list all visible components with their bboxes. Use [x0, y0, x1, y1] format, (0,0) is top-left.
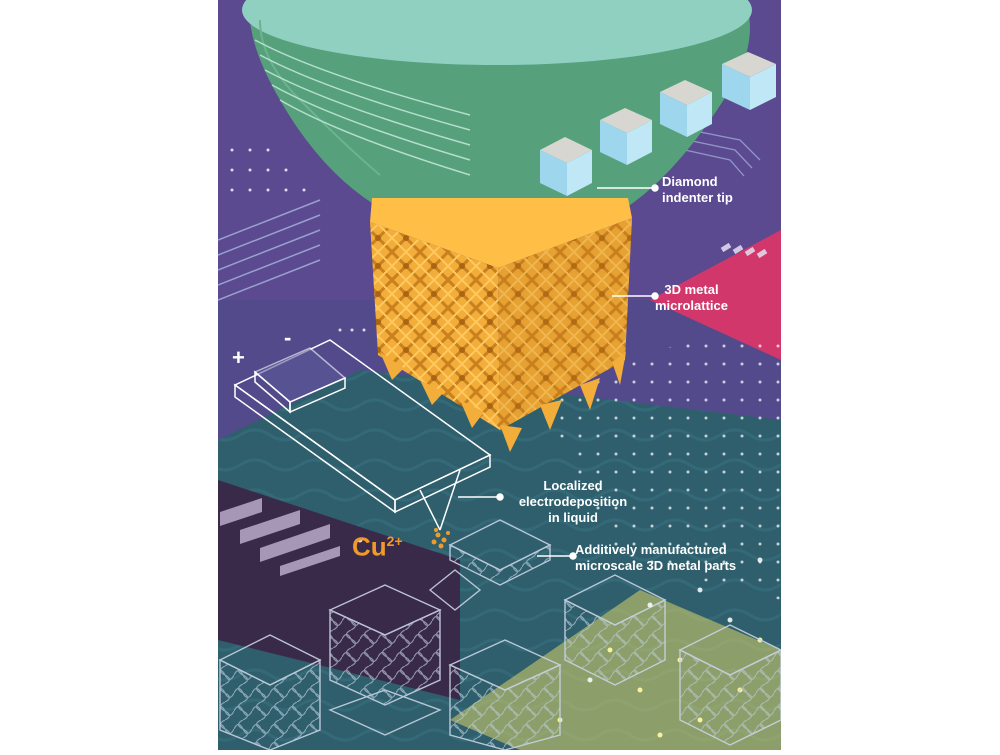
part-5: [218, 634, 322, 750]
printed-parts: [218, 519, 781, 750]
electrode-negative-label: -: [284, 325, 292, 350]
electrode-positive-label: +: [232, 345, 245, 370]
pink-accent-shape: [650, 230, 781, 360]
pink-accent-stripes: [720, 242, 768, 259]
part-4: [448, 639, 562, 750]
diamond-tip-label: Diamond indenter tip: [662, 174, 733, 206]
part-8: [428, 569, 482, 611]
circuit-lines-left: [218, 199, 321, 301]
diamond-tip-label-line-1: Diamond: [662, 174, 718, 189]
dark-pad-stripes: [220, 498, 340, 576]
parts-label-line-1: Additively manufactured: [575, 542, 727, 557]
part-6: [678, 624, 781, 746]
crystal-2: [600, 108, 652, 165]
diamond-crystals: [540, 52, 776, 196]
microlattice-label-line-1: 3D metal: [664, 282, 719, 297]
electrodeposition-label-line-2: electrodeposition: [518, 494, 628, 509]
part-3: [563, 574, 667, 686]
electrodeposition-label-line-1: Localized: [543, 478, 603, 493]
electrodeposition-label: Localized electrodeposition in liquid: [503, 478, 643, 526]
indenter-stripes: [254, 39, 471, 176]
diamond-tip-label-line-2: indenter tip: [662, 190, 733, 205]
crystal-1: [540, 137, 592, 196]
leader-lines: [458, 184, 659, 560]
copper-particles: [431, 528, 450, 549]
cantilever-probe: [233, 339, 492, 531]
part-2: [328, 584, 442, 706]
electrodeposition-label-line-3: in liquid: [548, 510, 598, 525]
parts-label-line-2: microscale 3D metal parts: [575, 558, 737, 573]
part-1: [448, 519, 552, 586]
microlattice-label-line-2: microlattice: [655, 298, 728, 313]
parts-label: Additively manufactured microscale 3D me…: [575, 542, 736, 574]
dot-field-left: [230, 148, 366, 332]
crystal-4: [722, 52, 776, 110]
crystal-3: [660, 80, 712, 137]
copper-ion-symbol: Cu: [352, 531, 387, 562]
copper-ion-label: Cu2+: [352, 527, 403, 561]
part-7: [328, 689, 442, 736]
microlattice-cube: [370, 198, 632, 452]
copper-ion-charge: 2+: [386, 533, 403, 549]
microlattice-label: 3D metal microlattice: [655, 282, 728, 314]
indenter-top-face: [242, 0, 752, 65]
